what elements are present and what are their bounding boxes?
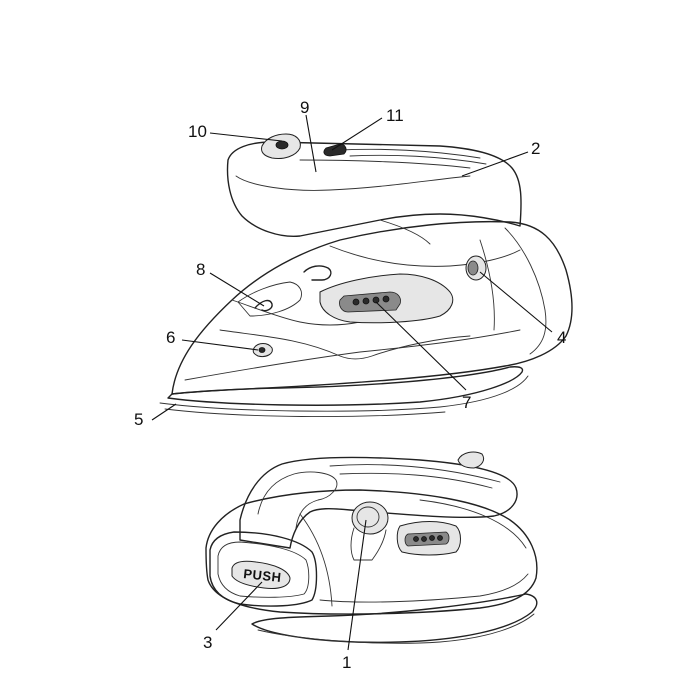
selector-dot-4 [382, 295, 390, 303]
leader-4 [479, 271, 553, 333]
push-button-label: PUSH [243, 566, 282, 585]
leader-7 [375, 301, 467, 391]
callout-1: 1 [342, 653, 351, 672]
leader-6 [181, 339, 259, 351]
leader-lines [151, 114, 553, 651]
bottom-iron-soleplate [251, 593, 538, 643]
callout-7: 7 [462, 393, 471, 412]
callout-11: 11 [386, 106, 404, 125]
selector-dot-3 [372, 296, 380, 304]
push-panel [209, 531, 318, 607]
callout-8: 8 [196, 260, 205, 279]
bottom-iron-drawing: PUSH [205, 451, 538, 644]
spray-button [323, 143, 347, 157]
leader-10 [209, 132, 283, 142]
top-iron-soleplate-edge [159, 375, 529, 412]
callout-6: 6 [166, 328, 175, 347]
callout-4: 4 [557, 328, 566, 347]
leader-3 [215, 581, 263, 631]
callout-2: 2 [531, 139, 540, 158]
leader-9 [305, 114, 317, 173]
callout-9: 9 [300, 98, 309, 117]
callout-3: 3 [203, 633, 212, 652]
leader-2 [461, 151, 529, 177]
push-button [231, 560, 291, 589]
top-iron-handle [226, 141, 522, 238]
leader-5 [151, 403, 177, 421]
top-iron-drawing [159, 133, 573, 418]
selector-dot-2 [362, 297, 370, 305]
callout-numbers: 10 9 11 2 8 6 4 7 5 3 1 [134, 98, 566, 672]
leader-11 [331, 117, 383, 151]
water-inlet-hook [254, 299, 273, 312]
selector-dot-1 [352, 298, 360, 306]
bottom-iron-folded-handle [239, 456, 518, 549]
water-inlet-area [237, 281, 302, 317]
callout-5: 5 [134, 410, 143, 429]
callout-10: 10 [188, 122, 207, 141]
leader-1 [347, 519, 367, 651]
leader-8 [209, 272, 265, 307]
top-iron-body [171, 220, 573, 395]
bottom-dial [351, 501, 389, 535]
